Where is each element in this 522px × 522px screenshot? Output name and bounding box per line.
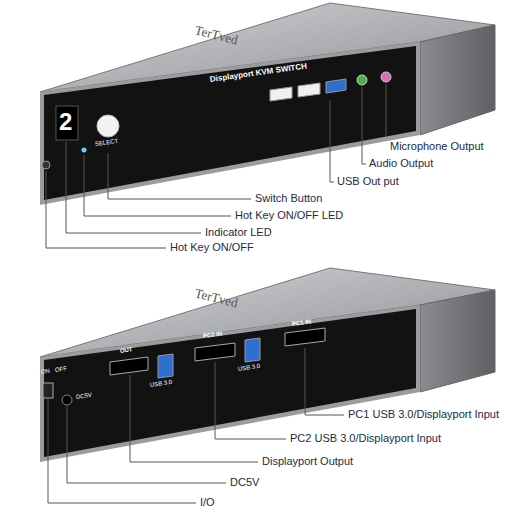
callout-label: Audio Output <box>369 157 433 170</box>
callout-label: I/O <box>200 496 215 509</box>
callout-label: Displayport Output <box>262 455 353 468</box>
callout-label: Hot Key ON/OFF LED <box>235 209 343 222</box>
callout-label: Indicator LED <box>205 226 272 239</box>
rear-device <box>40 268 495 462</box>
front-device <box>40 3 495 205</box>
device-print: ON <box>40 368 50 376</box>
callout-label: DC5V <box>230 476 259 489</box>
channel-digit: 2 <box>59 108 72 137</box>
callout-label: PC2 USB 3.0/Displayport Input <box>290 432 441 445</box>
callout-label: USB Out put <box>337 175 399 188</box>
callout-label: Switch Button <box>255 192 322 205</box>
callout-label: PC1 USB 3.0/Displayport Input <box>348 408 499 421</box>
callout-label: Microphone Output <box>390 140 484 153</box>
callout-label: Hot Key ON/OFF <box>170 241 254 254</box>
